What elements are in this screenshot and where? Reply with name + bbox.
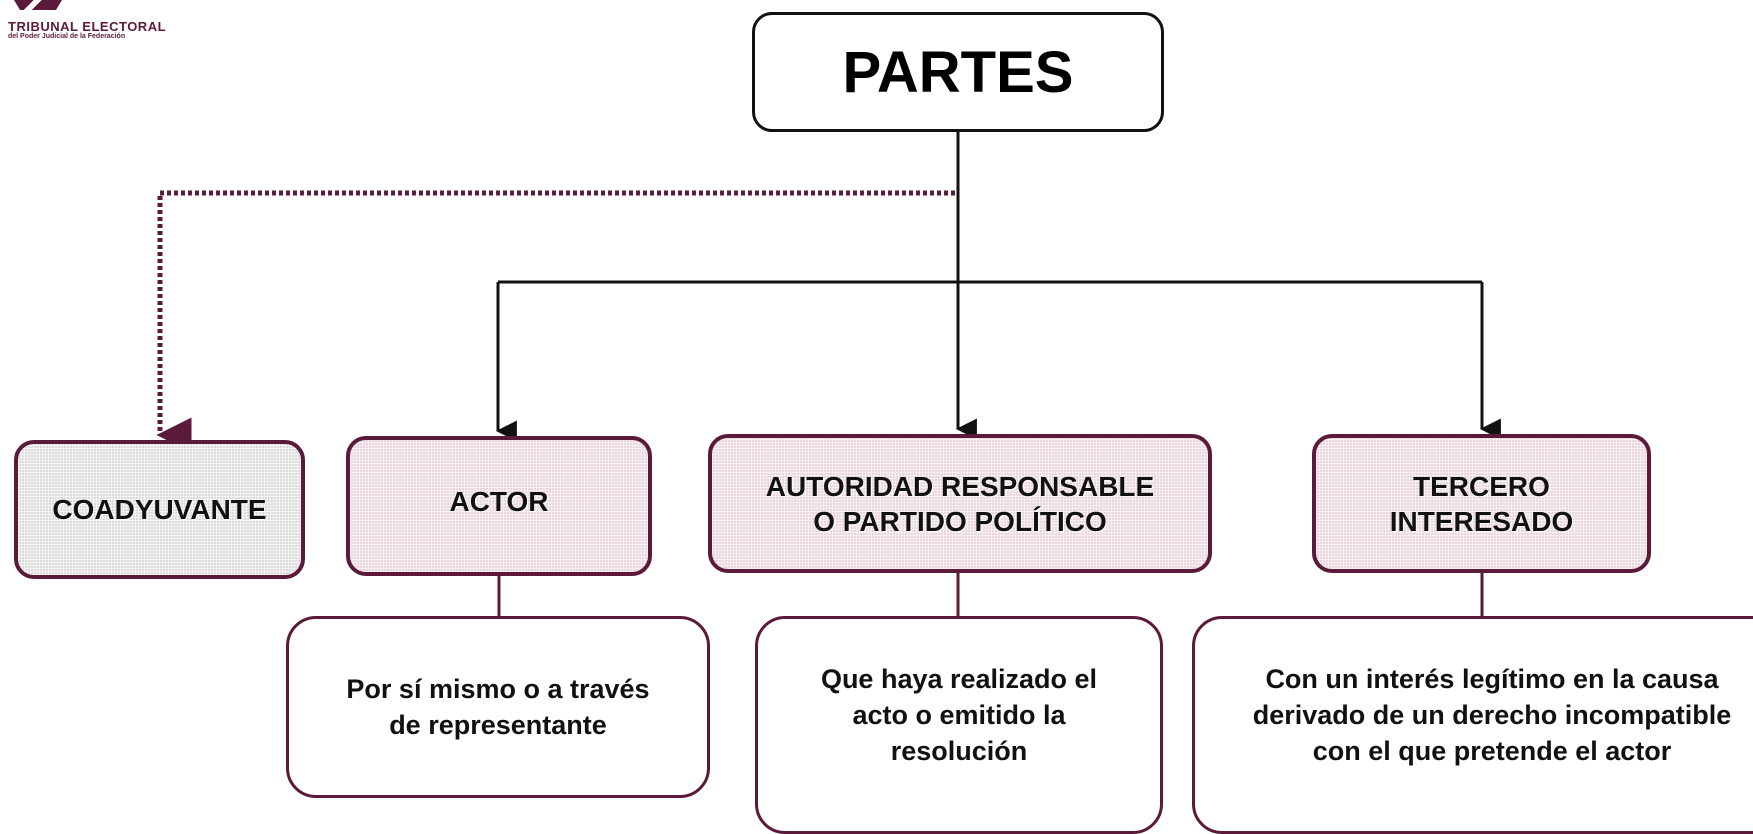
logo-line-2: del Poder Judicial de la Federación bbox=[8, 33, 126, 40]
logo-line-1: TRIBUNAL ELECTORAL bbox=[8, 19, 167, 34]
coadyuvante-label: COADYUVANTE bbox=[52, 493, 267, 525]
actor-label: ACTOR bbox=[449, 485, 549, 517]
tercero-description-line-3: con el que pretende el actor bbox=[1312, 736, 1672, 766]
autoridad-label-line-1: AUTORIDAD RESPONSABLE bbox=[765, 470, 1155, 502]
actor-box: ACTOR bbox=[346, 436, 652, 576]
partes-title-box: PARTES bbox=[752, 12, 1164, 132]
tribunal-emblem-icon bbox=[8, 0, 68, 10]
tercero-description-line-2: derivado de un derecho incompatible bbox=[1252, 700, 1732, 730]
tercero-description-line-1: Con un interés legítimo en la causa bbox=[1265, 664, 1719, 694]
coadyuvante-box: COADYUVANTE bbox=[14, 440, 305, 579]
autoridad-description-line-2: acto o emitido la bbox=[852, 700, 1066, 730]
actor-description-line-2: de representante bbox=[389, 710, 607, 740]
tribunal-logo: TRIBUNAL ELECTORAL del Poder Judicial de… bbox=[0, 0, 200, 48]
autoridad-description-line-3: resolución bbox=[890, 736, 1028, 766]
autoridad-box: AUTORIDAD RESPONSABLE O PARTIDO POLÍTICO bbox=[708, 434, 1212, 573]
partes-title: PARTES bbox=[842, 39, 1074, 105]
tercero-description-box: Con un interés legítimo en la causa deri… bbox=[1192, 616, 1753, 834]
dotted-arrow-to-coadyuvante bbox=[156, 190, 955, 453]
actor-description-line-1: Por sí mismo o a través bbox=[346, 674, 650, 704]
autoridad-label-line-2: O PARTIDO POLÍTICO bbox=[813, 505, 1107, 537]
tercero-label-line-2: INTERESADO bbox=[1389, 505, 1574, 537]
tercero-label-line-1: TERCERO bbox=[1413, 470, 1550, 502]
actor-description-box: Por sí mismo o a través de representante bbox=[286, 616, 710, 798]
autoridad-description-box: Que haya realizado el acto o emitido la … bbox=[755, 616, 1163, 834]
autoridad-description-line-1: Que haya realizado el bbox=[820, 664, 1098, 694]
tercero-box: TERCERO INTERESADO bbox=[1312, 434, 1651, 573]
